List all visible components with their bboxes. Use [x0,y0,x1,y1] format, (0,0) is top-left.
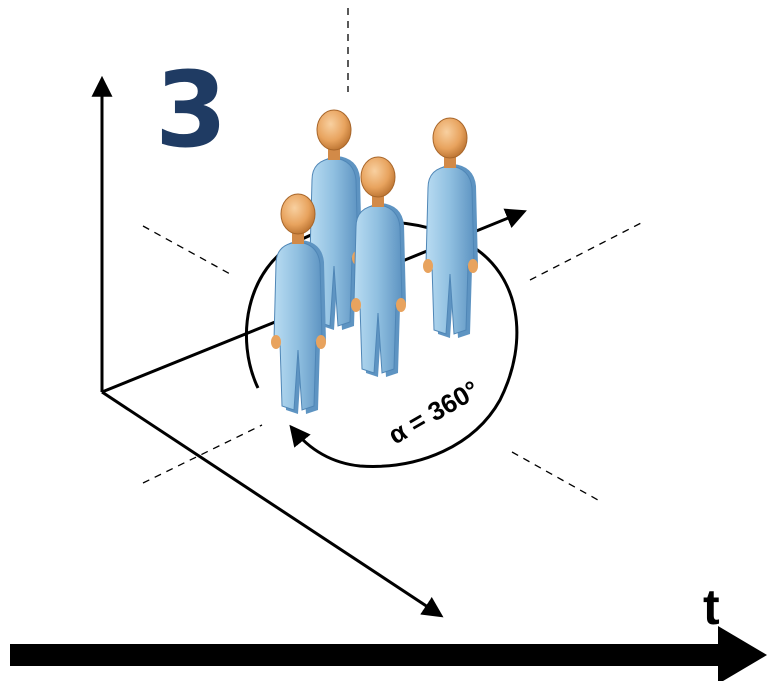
time-axis-arrow-icon [718,626,767,684]
person-icon [422,117,479,339]
people-group [270,109,479,415]
step-number: 3 [155,49,228,171]
time-axis [10,626,767,684]
dashed-guides [142,8,644,501]
rotation-angle-label: α = 360° [383,374,484,450]
guide-left [142,225,233,276]
time-axis-label: t [703,579,720,635]
guide-right [529,221,644,281]
horizontal-axis-back [101,316,286,394]
axes-3d [91,75,527,618]
guide-bottom-left [142,424,263,484]
depth-axis-arrow-icon [101,390,444,618]
time-axis-bar [10,644,722,666]
guide-bottom-right [511,451,599,501]
